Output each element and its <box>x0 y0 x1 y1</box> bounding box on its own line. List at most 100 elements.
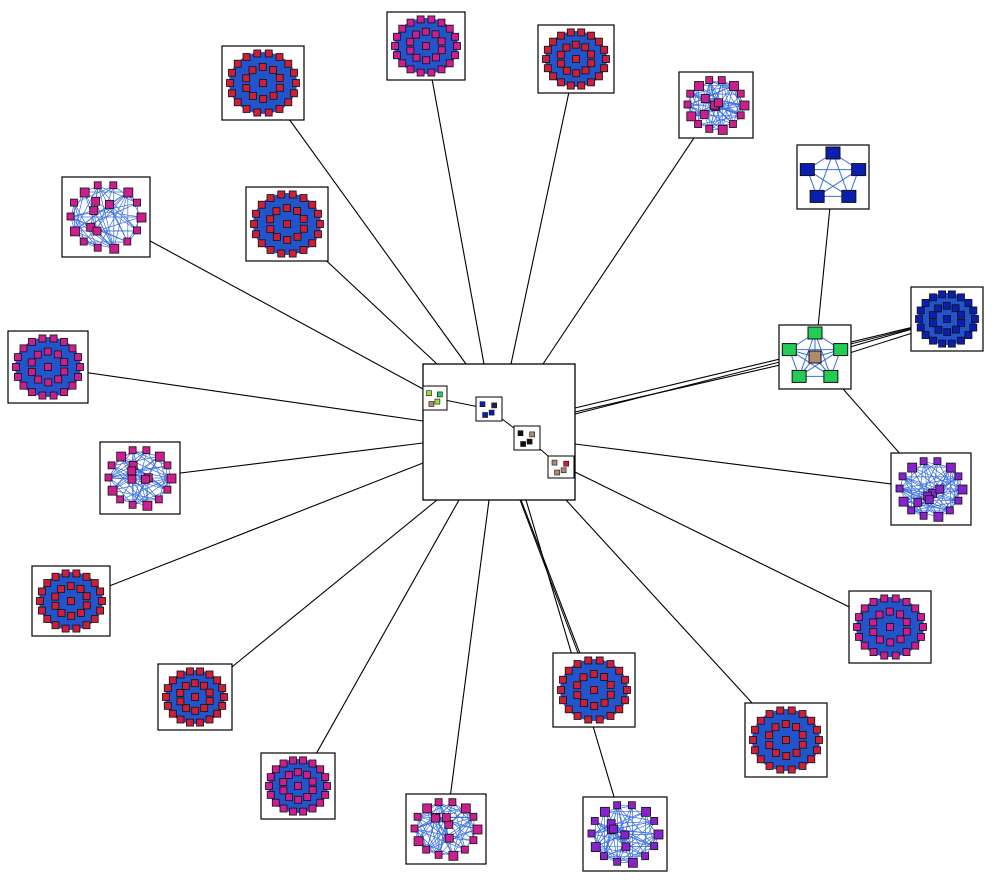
node <box>615 666 624 675</box>
node <box>781 343 797 357</box>
cluster-c9 <box>848 590 932 664</box>
node <box>577 28 586 37</box>
node <box>902 597 911 606</box>
sub-frame <box>547 455 575 479</box>
node <box>600 45 609 54</box>
node <box>437 18 446 27</box>
inner-edge <box>923 461 960 502</box>
cluster-c12 <box>582 796 668 872</box>
inner-edge <box>733 94 742 125</box>
node <box>529 431 536 438</box>
node <box>248 92 257 100</box>
inner-edge <box>949 476 960 511</box>
cluster-frame <box>796 144 870 210</box>
inner-edge <box>832 152 850 197</box>
node <box>19 381 28 390</box>
node <box>807 716 816 725</box>
node <box>314 230 322 239</box>
node <box>43 615 52 623</box>
node <box>765 741 774 750</box>
node <box>186 718 194 727</box>
node <box>683 100 692 109</box>
node <box>957 319 966 327</box>
node <box>957 293 965 302</box>
node <box>392 51 401 60</box>
node <box>76 363 84 371</box>
node <box>27 368 36 376</box>
node <box>67 597 75 605</box>
node <box>917 633 925 641</box>
node <box>279 778 288 786</box>
node <box>422 56 431 65</box>
node <box>813 725 821 734</box>
node <box>72 569 81 578</box>
node <box>792 748 801 757</box>
node <box>82 592 91 601</box>
node <box>933 457 942 466</box>
node <box>308 239 317 248</box>
node <box>259 95 268 103</box>
node <box>292 79 300 87</box>
node <box>717 124 728 135</box>
node <box>756 755 765 764</box>
edge-c3-hub <box>510 58 577 365</box>
node <box>277 190 286 199</box>
node <box>299 756 307 765</box>
node <box>935 484 945 494</box>
node <box>451 32 460 41</box>
node <box>613 801 622 810</box>
node <box>700 94 710 103</box>
node <box>163 461 172 470</box>
node <box>579 673 588 682</box>
inner-edge <box>625 821 655 848</box>
inner-edge <box>625 811 646 848</box>
node <box>560 467 567 474</box>
node <box>482 412 488 418</box>
node <box>436 391 443 398</box>
node <box>869 597 878 606</box>
node <box>653 829 664 840</box>
edge-c14-hub <box>297 499 460 787</box>
node <box>851 163 867 177</box>
node <box>717 76 726 85</box>
cluster-c-green <box>778 324 852 390</box>
node <box>51 601 60 610</box>
node <box>880 651 889 660</box>
node <box>815 736 823 744</box>
node <box>266 773 275 782</box>
node <box>93 181 102 190</box>
node <box>771 723 780 732</box>
node <box>57 585 66 594</box>
node <box>951 325 960 334</box>
node <box>308 200 317 209</box>
edge-c4-hub <box>542 104 717 365</box>
node <box>559 675 567 684</box>
node <box>566 28 575 37</box>
inner-edge <box>632 805 659 835</box>
node <box>43 347 52 356</box>
node <box>257 239 266 248</box>
node <box>271 798 280 807</box>
node <box>275 83 284 92</box>
node <box>191 693 199 701</box>
node <box>896 610 905 619</box>
node <box>947 290 956 299</box>
node <box>869 648 878 657</box>
node <box>76 608 85 617</box>
node <box>416 68 425 77</box>
node <box>564 705 573 714</box>
node <box>285 793 294 802</box>
node <box>316 765 325 774</box>
node <box>266 215 275 224</box>
node <box>28 337 36 346</box>
node <box>43 579 52 587</box>
clusters-layer <box>7 11 984 872</box>
node <box>929 293 937 302</box>
node <box>70 226 80 237</box>
node <box>600 806 610 817</box>
node <box>154 451 165 462</box>
node <box>969 323 978 332</box>
node <box>942 301 951 310</box>
node <box>736 111 745 120</box>
node <box>316 220 324 228</box>
